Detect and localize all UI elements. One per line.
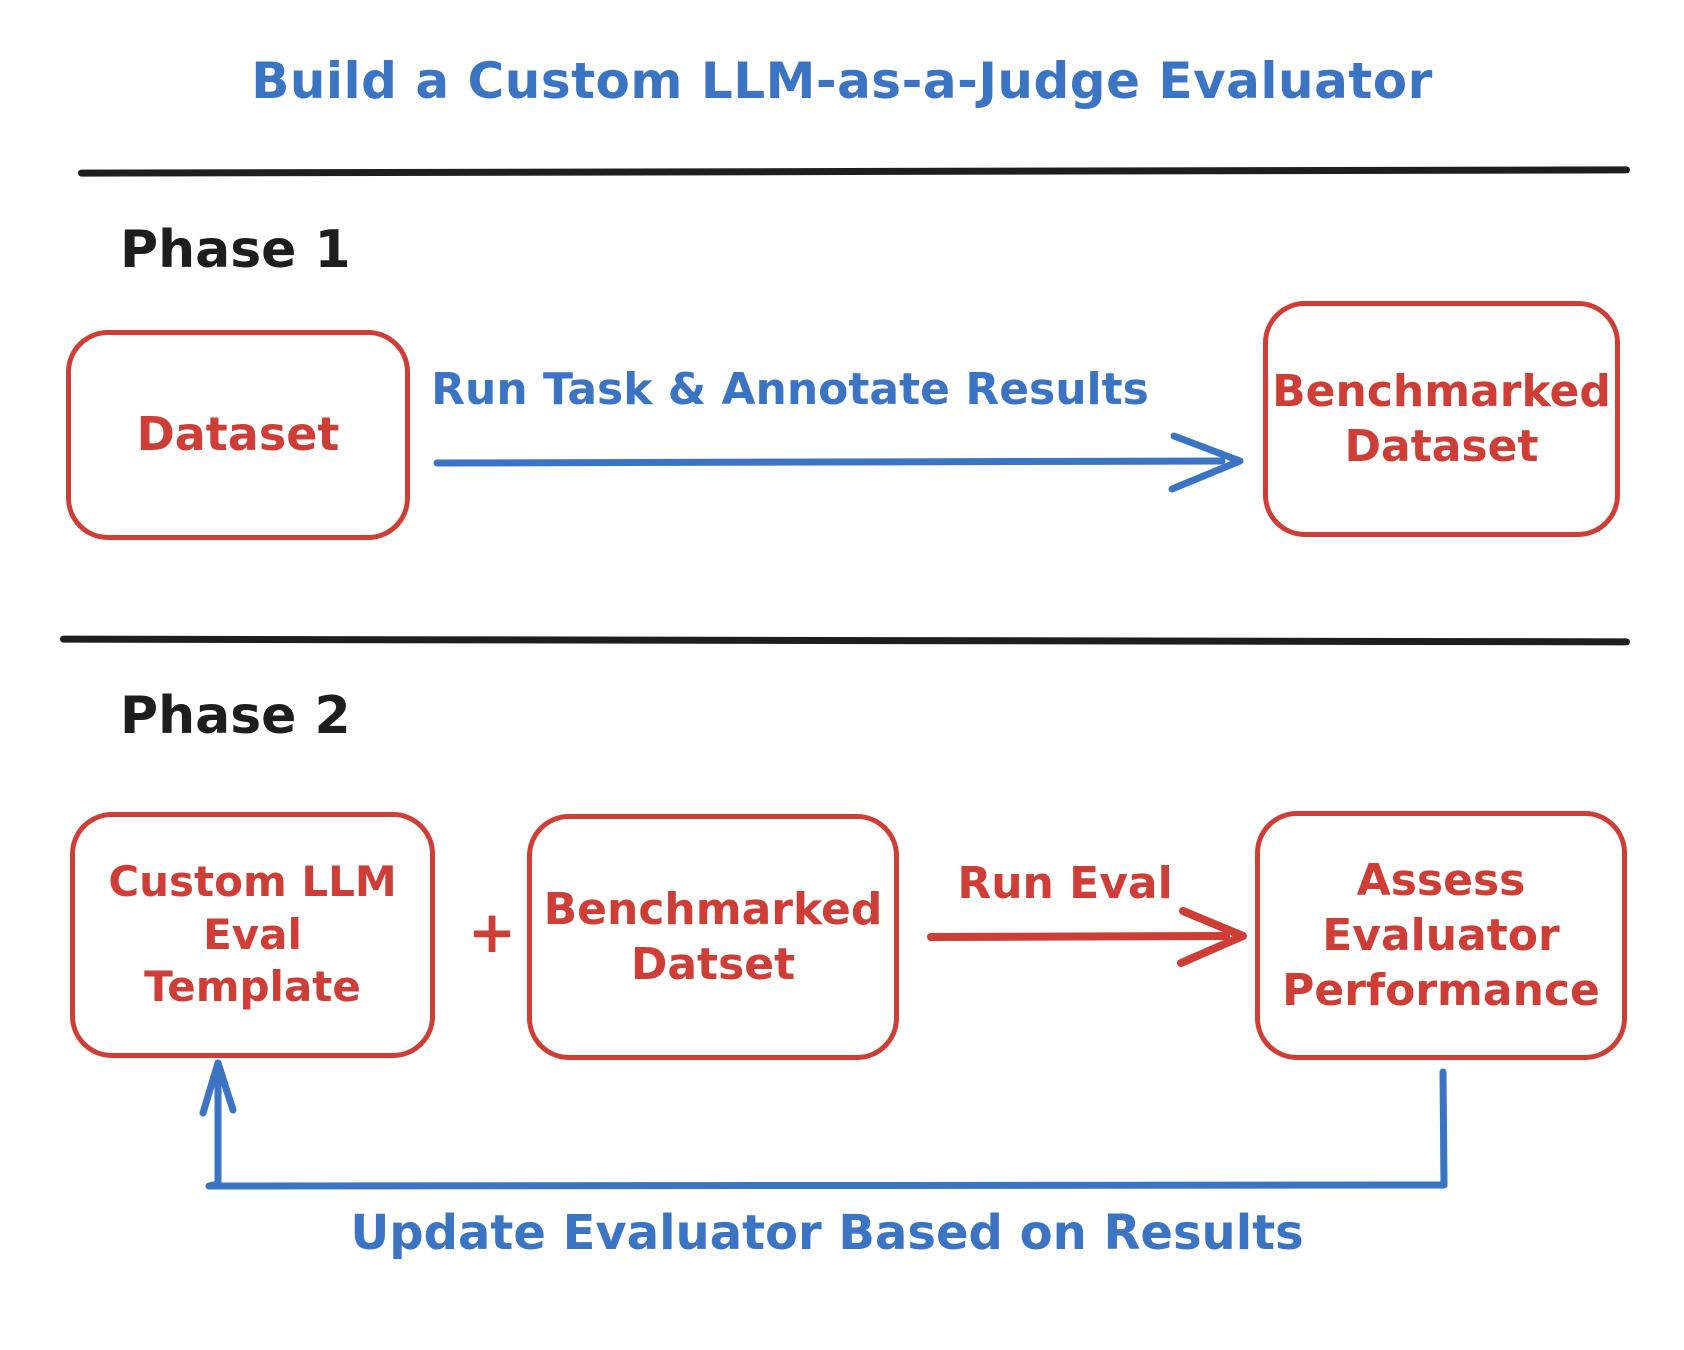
run-task-arrow-label: Run Task & Annotate Results: [431, 364, 1149, 415]
phase2-label: Phase 2: [120, 686, 351, 746]
run-eval-arrow: [927, 907, 1247, 967]
dataset-node: Dataset: [66, 330, 410, 540]
phase1-label: Phase 1: [120, 220, 351, 280]
divider-top: [77, 166, 1631, 177]
custom-llm-eval-template-node: Custom LLM Eval Template: [70, 812, 435, 1058]
update-evaluator-label: Update Evaluator Based on Results: [350, 1205, 1304, 1261]
run-eval-arrow-label: Run Eval: [957, 858, 1173, 909]
benchmarked-dataset-node: Benchmarked Dataset: [1263, 301, 1620, 537]
plus-sign: +: [467, 898, 517, 966]
run-task-arrow: [433, 432, 1244, 493]
feedback-arrow: [199, 1059, 1448, 1190]
divider-middle: [59, 635, 1631, 646]
diagram-title: Build a Custom LLM-as-a-Judge Evaluator: [251, 52, 1433, 110]
assess-evaluator-performance-node: Assess Evaluator Performance: [1255, 811, 1627, 1060]
benchmarked-datset-node: Benchmarked Datset: [527, 814, 899, 1060]
